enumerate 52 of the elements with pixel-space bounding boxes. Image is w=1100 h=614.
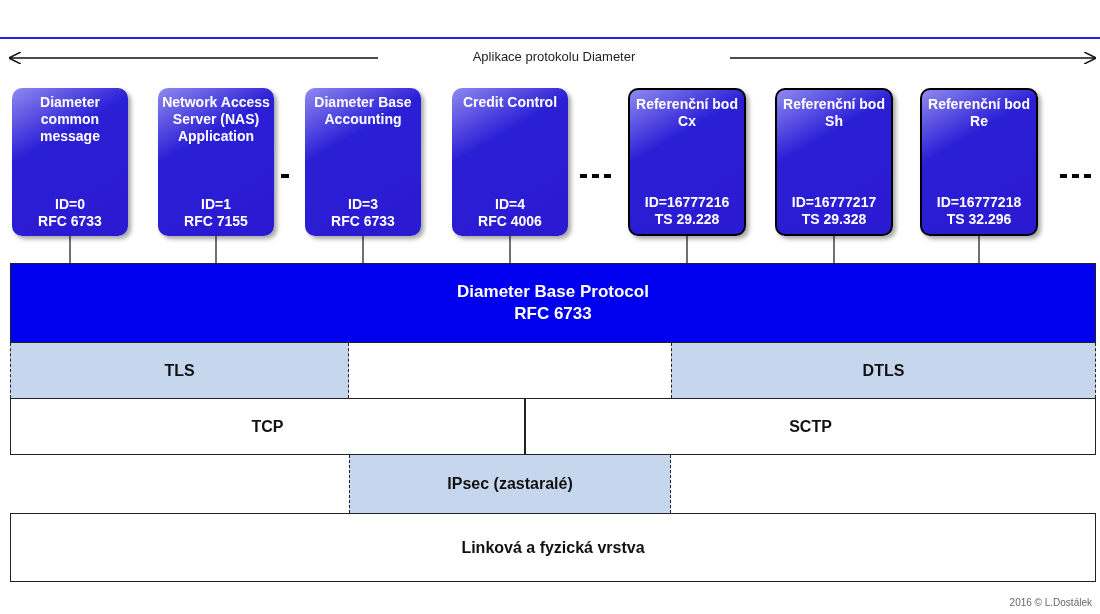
layer-label: Diameter Base Protocol <box>457 281 649 303</box>
box-title: Diameter common message <box>39 94 101 145</box>
box-text: ID=3 <box>347 196 379 213</box>
protocol-layer-bar <box>10 263 1096 343</box>
box-text: ID=4 <box>494 196 526 213</box>
layer-label: Linková a fyzická vrstva <box>461 538 645 557</box>
box-text: RFC 4006 <box>478 213 542 230</box>
layer-label: IPsec (zastaralé) <box>447 475 573 493</box>
box-text: ID=0 <box>54 196 86 213</box>
security-layer-bar <box>671 343 1096 398</box>
protocol-layer-bar <box>10 398 525 455</box>
connector-line <box>362 235 364 264</box>
application-box <box>628 88 746 236</box>
security-layer-bar <box>10 343 349 398</box>
box-text: ID=16777216 <box>644 194 730 211</box>
box-text: TS 29.328 <box>800 211 868 228</box>
box-text: TS 29.228 <box>653 211 721 228</box>
layer-label: TCP <box>251 417 284 436</box>
connector-line <box>978 235 980 264</box>
section-caption: Aplikace protokolu Diameter <box>471 49 637 64</box>
connector-line <box>509 235 511 264</box>
box-title: Network Access Server (NAS) Application <box>162 94 270 145</box>
layer-label: RFC 6733 <box>514 303 592 325</box>
application-box <box>920 88 1038 236</box>
application-box <box>305 88 421 236</box>
box-text: RFC 7155 <box>184 213 248 230</box>
box-text: RFC 6733 <box>331 213 395 230</box>
box-title: Referenční bod Cx <box>635 96 739 130</box>
box-text: ID=16777217 <box>791 194 877 211</box>
application-box <box>775 88 893 236</box>
box-title: Referenční bod Sh <box>782 96 886 130</box>
layer-label: TLS <box>164 361 195 380</box>
application-box <box>452 88 568 236</box>
connector-line <box>69 235 71 264</box>
protocol-layer-bar <box>525 398 1096 455</box>
box-title: Diameter Base Accounting <box>313 94 413 128</box>
box-text: TS 32.296 <box>945 211 1013 228</box>
box-title: Referenční bod Re <box>927 96 1031 130</box>
box-text: RFC 6733 <box>38 213 102 230</box>
connector-line <box>215 235 217 264</box>
application-box <box>12 88 128 236</box>
credit-note: 2016 © L.Dostálek <box>1009 597 1092 608</box>
box-text: ID=1 <box>200 196 232 213</box>
box-title: Credit Control <box>462 94 558 111</box>
application-box <box>158 88 274 236</box>
layer-label: DTLS <box>862 361 905 380</box>
connector-line <box>686 235 688 264</box>
box-text: ID=16777218 <box>936 194 1022 211</box>
protocol-layer-bar <box>10 513 1096 582</box>
layer-label: SCTP <box>789 417 832 436</box>
security-layer-bar <box>349 455 671 513</box>
connector-line <box>833 235 835 264</box>
